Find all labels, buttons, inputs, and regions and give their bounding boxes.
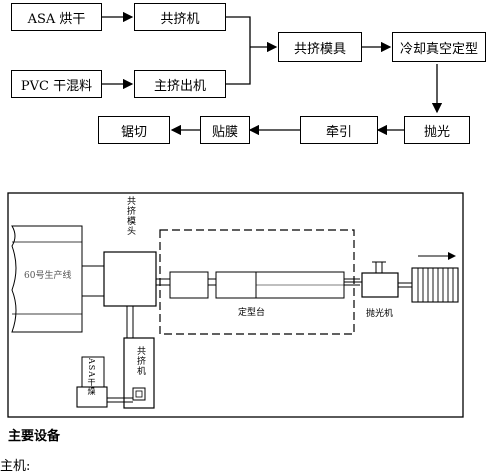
label-sizing-table: 定型台 xyxy=(238,308,266,318)
box-main-extruder: 主挤出机 xyxy=(134,70,226,98)
box-coex-extruder: 共挤机 xyxy=(134,3,226,31)
box-pvc-mix-label: PVC 干混料 xyxy=(20,78,93,94)
box-coex-die-label: 共挤模具 xyxy=(293,41,346,57)
box-laminating: 贴膜 xyxy=(200,116,250,144)
label-polisher: 抛光机 xyxy=(366,309,394,319)
box-polishing: 抛光 xyxy=(404,116,470,144)
box-laminating-label: 贴膜 xyxy=(211,124,238,140)
layout-drawing xyxy=(7,192,464,418)
section-title-main-equipment: 主要设备 xyxy=(8,429,61,444)
label-coex-head: 共挤模头 xyxy=(125,196,135,236)
box-haul-off: 牵引 xyxy=(300,116,378,144)
box-pvc-mix: PVC 干混料 xyxy=(11,70,102,98)
box-polishing-label: 抛光 xyxy=(423,124,450,140)
box-asa-dry-label: ASA 烘干 xyxy=(27,11,86,27)
box-haul-off-label: 牵引 xyxy=(325,124,352,140)
box-asa-dry: ASA 烘干 xyxy=(11,3,102,31)
box-cooling-vacuum-sizing: 冷却真空定型 xyxy=(392,32,486,62)
merge-line xyxy=(226,16,251,85)
box-coex-extruder-label: 共挤机 xyxy=(160,11,200,27)
label-production-line: 60号生产线 xyxy=(24,271,72,281)
box-coex-die: 共挤模具 xyxy=(278,32,362,62)
text-main-machine: 主机: xyxy=(0,459,31,474)
label-asa-dryer: ASA干燥 xyxy=(87,358,96,397)
label-coex-machine: 共挤机 xyxy=(135,346,145,376)
box-sawing: 锯切 xyxy=(98,116,170,144)
box-main-extruder-label: 主挤出机 xyxy=(153,78,206,94)
box-sawing-label: 锯切 xyxy=(120,124,147,140)
box-cooling-label: 冷却真空定型 xyxy=(399,41,478,57)
